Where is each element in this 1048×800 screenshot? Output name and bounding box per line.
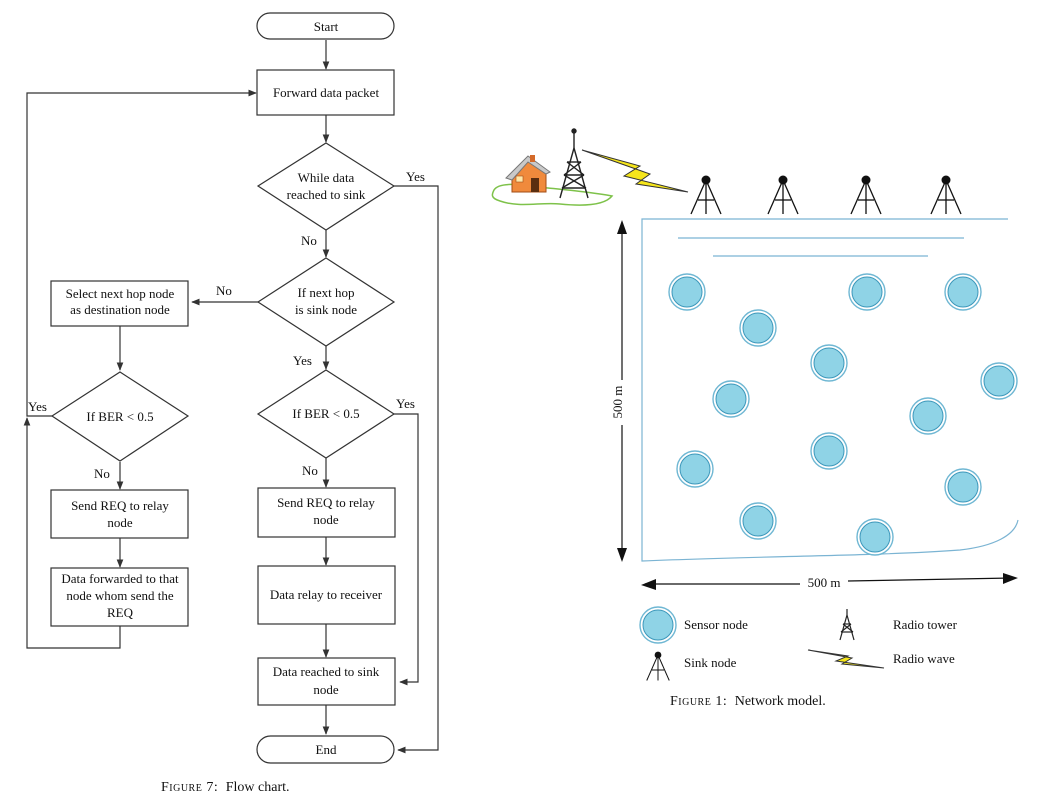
legend-sink-node-icon <box>646 651 670 681</box>
network-model: 500 m 500 m Sensor node Sink node Radio … <box>491 128 1019 709</box>
network-caption-text: Network model. <box>735 694 826 709</box>
data-reached-process <box>257 657 396 706</box>
data-forwarded-label-1: Data forwarded to that <box>61 571 179 586</box>
while-data-decision <box>256 142 396 231</box>
sink-node-icon <box>767 174 799 215</box>
sensor-node <box>909 397 947 435</box>
send-req-left-label-2: node <box>107 515 133 530</box>
network-caption-figure: Figure 1: <box>670 694 727 709</box>
end-label: End <box>316 742 337 757</box>
flowchart-connectors <box>23 40 439 754</box>
legend-sensor-node-icon <box>639 606 677 644</box>
network-caption: Figure 1: Network model. <box>670 694 826 709</box>
sensor-node <box>668 273 706 311</box>
width-arrow-right <box>1003 573 1018 584</box>
ber-left-no-label: No <box>94 466 110 481</box>
if-next-hop-label-1: If next hop <box>297 285 354 300</box>
data-relay-label: Data relay to receiver <box>270 587 383 602</box>
sensor-node <box>810 432 848 470</box>
sensor-node <box>848 273 886 311</box>
width-arrow-left <box>641 579 656 590</box>
ber-left-decision <box>50 371 190 462</box>
sensor-node <box>980 362 1018 400</box>
ground-patch <box>491 183 614 206</box>
send-req-mid-process <box>257 487 396 538</box>
legend-radio-tower-label: Radio tower <box>893 617 958 632</box>
while-data-label-1: While data <box>298 170 355 185</box>
flowchart: Start Forward data packet While data rea… <box>23 12 439 795</box>
sensor-node <box>676 450 714 488</box>
legend-radio-tower-icon <box>839 609 855 641</box>
radio-tower-icon <box>559 128 589 199</box>
house-icon <box>505 155 551 193</box>
ber-mid-decision <box>256 369 396 459</box>
select-next-hop-label-2: as destination node <box>70 302 170 317</box>
sensor-node <box>712 380 750 418</box>
height-label: 500 m <box>610 386 625 419</box>
radio-wave-icon <box>581 149 689 193</box>
flowchart-caption-text: Flow chart. <box>226 780 290 795</box>
send-req-mid-label-2: node <box>313 512 339 527</box>
data-reached-label-1: Data reached to sink <box>273 664 380 679</box>
while-data-label-2: reached to sink <box>287 187 366 202</box>
select-next-hop-label-1: Select next hop node <box>66 286 175 301</box>
sensor-node <box>944 468 982 506</box>
data-reached-label-2: node <box>313 682 339 697</box>
send-req-left-label-1: Send REQ to relay <box>71 498 169 513</box>
send-req-left-process <box>50 489 189 539</box>
data-relay-process <box>257 565 396 625</box>
ber-mid-yes-label: Yes <box>396 396 415 411</box>
data-forwarded-process <box>50 567 189 627</box>
sensor-node <box>944 273 982 311</box>
ber-mid-label: If BER < 0.5 <box>292 406 359 421</box>
width-label: 500 m <box>808 575 841 590</box>
sink-node-icon <box>690 174 722 215</box>
data-forwarded-label-3: REQ <box>107 605 134 620</box>
height-arrow-bottom <box>617 548 627 562</box>
ber-left-label: If BER < 0.5 <box>86 409 153 424</box>
height-arrow-top <box>617 220 627 234</box>
flowchart-caption: Figure 7: Flow chart. <box>161 780 290 795</box>
if-next-hop-label-2: is sink node <box>295 302 357 317</box>
select-next-hop-process <box>50 280 189 327</box>
sensor-node <box>739 309 777 347</box>
ber-left-yes-label: Yes <box>28 399 47 414</box>
send-req-mid-label-1: Send REQ to relay <box>277 495 375 510</box>
forward-packet-process <box>256 69 395 116</box>
ber-mid-no-label: No <box>302 463 318 478</box>
ifnext-no-label: No <box>216 283 232 298</box>
sink-node-icon <box>850 174 882 215</box>
start-terminal <box>256 12 395 40</box>
sensor-node <box>856 518 894 556</box>
legend: Sensor node Sink node Radio tower Radio … <box>639 606 958 681</box>
sink-node-icon <box>930 174 962 215</box>
while-yes-label: Yes <box>406 169 425 184</box>
legend-sink-node-label: Sink node <box>684 655 737 670</box>
legend-radio-wave-icon <box>807 649 885 669</box>
data-forwarded-label-2: node whom send the <box>66 588 173 603</box>
water-body-outline <box>641 218 1019 562</box>
sensor-node <box>810 344 848 382</box>
while-no-label: No <box>301 233 317 248</box>
flowchart-caption-figure: Figure 7: <box>161 780 218 795</box>
legend-sensor-node-label: Sensor node <box>684 617 748 632</box>
if-next-hop-decision <box>256 257 396 347</box>
start-label: Start <box>314 19 339 34</box>
end-terminal <box>256 735 395 764</box>
width-dimension-line <box>847 577 1013 582</box>
forward-packet-label: Forward data packet <box>273 85 380 100</box>
sensor-node <box>739 502 777 540</box>
legend-radio-wave-label: Radio wave <box>893 651 955 666</box>
ifnext-yes-label: Yes <box>293 353 312 368</box>
